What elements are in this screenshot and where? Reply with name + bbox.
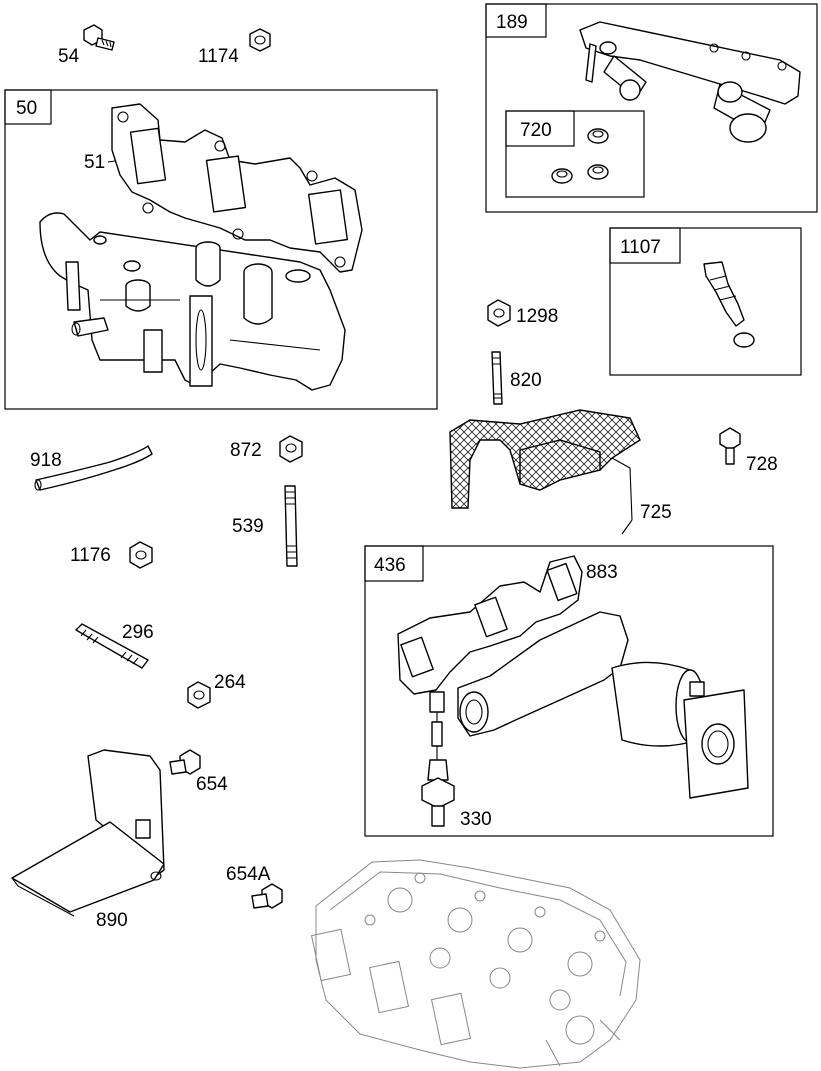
part-654A-bolt[interactable] (251, 883, 283, 909)
part-436-egr-cooler[interactable] (457, 611, 749, 799)
part-883-gasket[interactable] (397, 555, 583, 695)
part-264-nut[interactable] (187, 681, 211, 709)
part-189-fuel-rail[interactable] (579, 21, 801, 143)
box-1107 (609, 227, 802, 376)
part-1298-nut[interactable] (487, 299, 511, 327)
callout-728: 728 (746, 454, 778, 475)
callout-1176: 1176 (70, 545, 111, 566)
box-436 (364, 545, 774, 837)
box-436-tag (364, 545, 424, 582)
callout-720: 720 (520, 120, 552, 141)
callout-264: 264 (214, 672, 246, 693)
part-330-sensor[interactable] (421, 691, 455, 827)
cylinder-head-ghost (310, 859, 641, 1069)
box-720-tag (505, 110, 575, 147)
callout-1298: 1298 (516, 306, 558, 327)
callout-50: 50 (16, 98, 37, 119)
part-296-stud[interactable] (75, 623, 149, 669)
callout-725: 725 (640, 502, 672, 523)
part-918-hose[interactable] (34, 445, 153, 491)
callout-296: 296 (122, 622, 154, 643)
callout-436: 436 (374, 555, 406, 576)
box-189 (485, 3, 818, 213)
box-1107-tag (609, 227, 681, 264)
callout-1174: 1174 (198, 46, 239, 67)
box-50 (4, 89, 438, 410)
part-51-gasket[interactable] (111, 103, 363, 273)
box-720 (505, 110, 645, 198)
callout-918: 918 (30, 450, 62, 471)
callout-1107: 1107 (620, 237, 661, 258)
part-728-bolt[interactable] (719, 427, 741, 465)
callout-654A: 654A (226, 864, 271, 885)
part-872-nut[interactable] (279, 435, 303, 463)
box-50-tag (4, 89, 52, 125)
part-1176-nut[interactable] (129, 541, 153, 569)
callout-883: 883 (586, 562, 618, 583)
box-189-tag (485, 3, 547, 38)
part-654-bolt[interactable] (169, 749, 201, 775)
callout-330: 330 (460, 809, 492, 830)
part-1174-nut[interactable] (249, 28, 271, 52)
part-1107-injector[interactable] (703, 261, 755, 348)
part-890-bracket[interactable] (11, 749, 165, 917)
callout-539: 539 (232, 516, 264, 537)
callout-51: 51 (84, 152, 105, 173)
callout-820: 820 (510, 370, 542, 391)
callout-872: 872 (230, 440, 262, 461)
callout-189: 189 (496, 12, 528, 33)
part-820-stud[interactable] (491, 351, 503, 405)
part-720-seal-rings[interactable] (551, 128, 609, 184)
part-539-stud[interactable] (284, 485, 298, 567)
callout-654: 654 (196, 774, 228, 795)
callout-54: 54 (58, 46, 80, 67)
part-50-exhaust-manifold[interactable] (39, 212, 346, 391)
callout-890: 890 (96, 910, 128, 931)
part-725-heat-shield[interactable] (449, 409, 641, 535)
part-54-bolt[interactable] (83, 24, 115, 51)
